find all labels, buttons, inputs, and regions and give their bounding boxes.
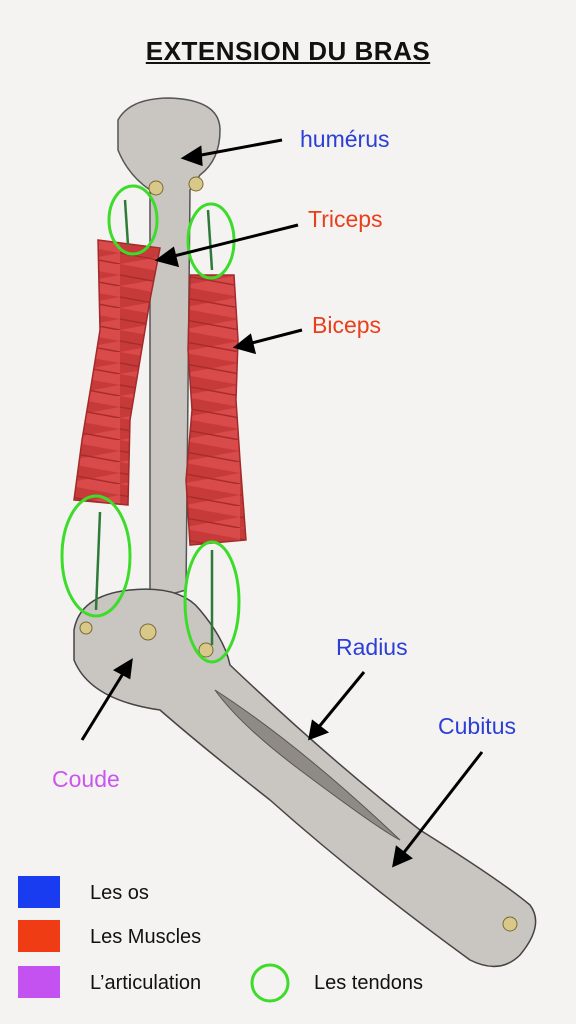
tendon-strings	[94, 199, 214, 645]
label-arrows	[80, 138, 484, 868]
triceps-muscle	[73, 239, 161, 506]
legend-swatch-bones	[18, 876, 60, 908]
biceps-muscle	[185, 274, 247, 546]
label-coude: Coude	[52, 766, 120, 792]
legend-label-tendons: Les tendons	[314, 972, 423, 994]
humerus-bone	[117, 97, 221, 601]
page-title: EXTENSION DU BRAS	[145, 36, 431, 66]
legend-label-bones: Les os	[90, 882, 149, 904]
forearm-bone	[73, 588, 537, 968]
legend-label-muscles: Les Muscles	[90, 926, 202, 948]
circle-outline-icon	[250, 963, 290, 1003]
legend-swatch-muscles	[18, 920, 60, 952]
legend-swatch-joint	[18, 966, 60, 998]
label-cubitus: Cubitus	[438, 713, 516, 739]
legend-swatches	[18, 876, 290, 1003]
label-humerus: humérus	[300, 126, 390, 152]
label-radius: Radius	[336, 634, 408, 660]
label-triceps: Triceps	[308, 206, 383, 232]
forearm-slot	[214, 689, 401, 841]
label-biceps: Biceps	[312, 312, 382, 338]
legend-label-joint: L’articulation	[90, 972, 202, 994]
fasteners	[79, 176, 518, 932]
